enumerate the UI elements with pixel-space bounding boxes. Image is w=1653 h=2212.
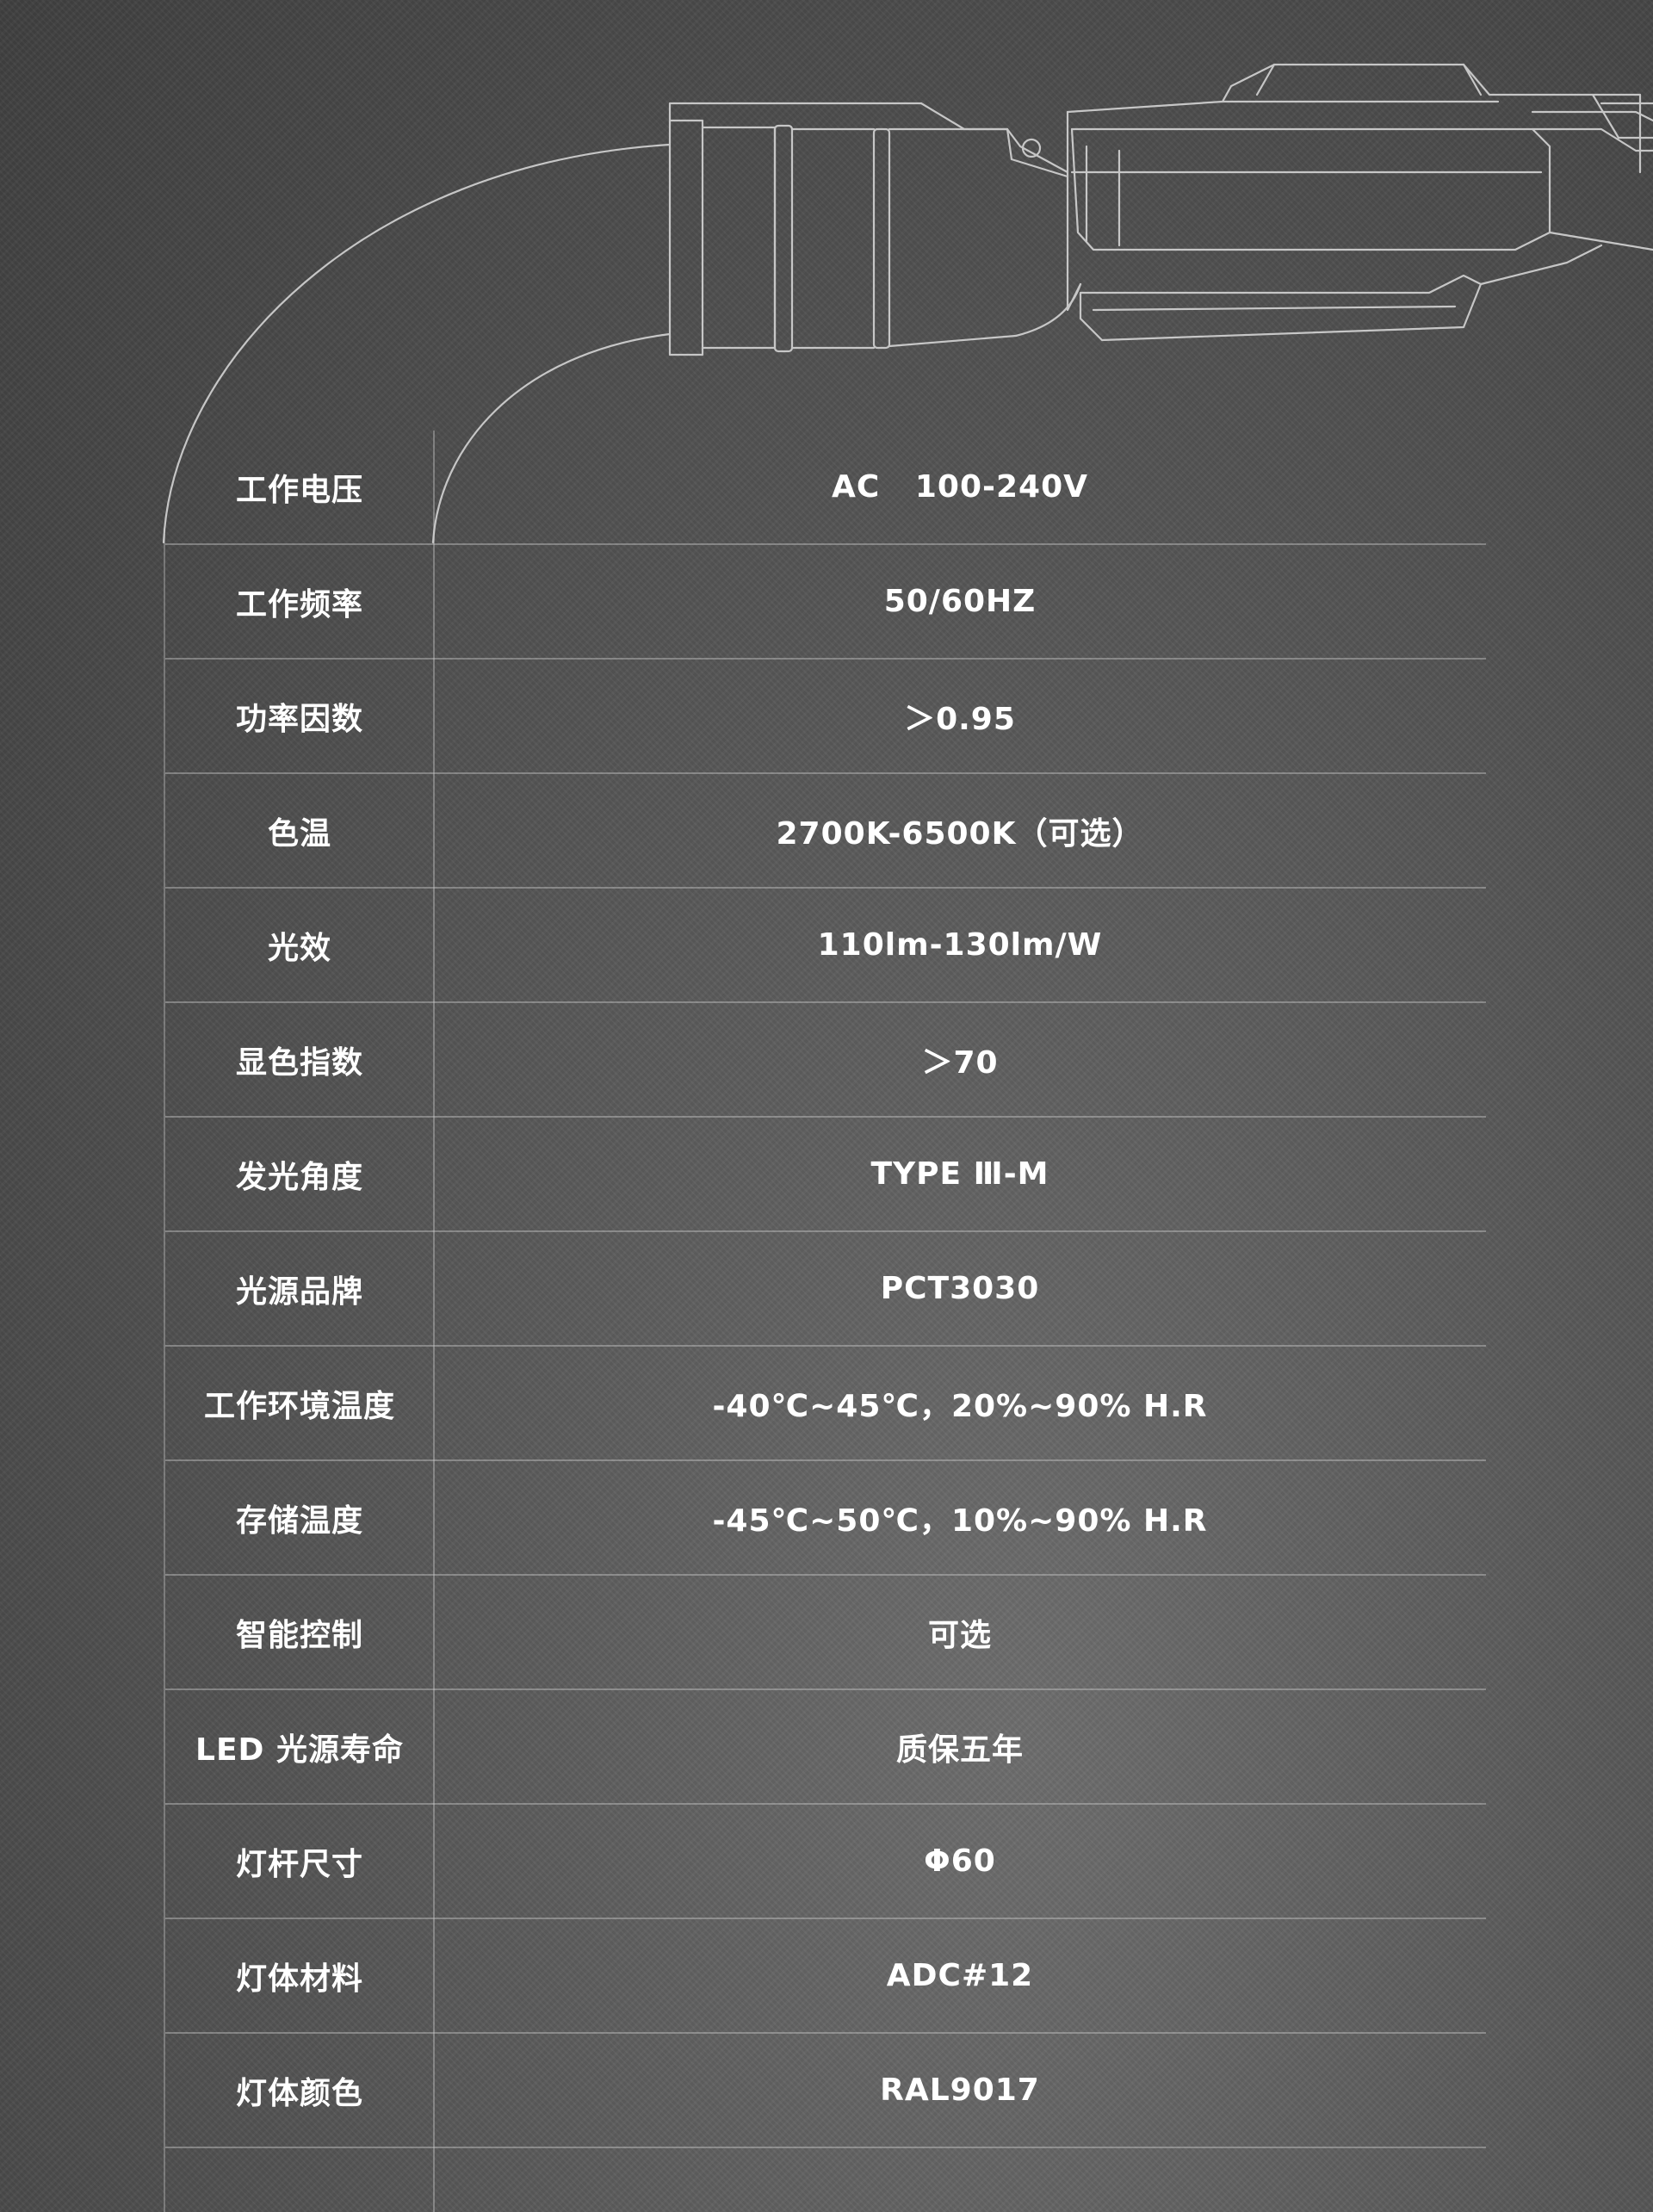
spec-value-working-voltage: AC 100-240V xyxy=(832,469,1088,505)
spec-label-color-rendering-index: 显色指数 xyxy=(235,1044,363,1081)
spec-value-power-factor: ＞0.95 xyxy=(904,701,1016,737)
spec-value-light-source-brand: PCT3030 xyxy=(880,1271,1040,1306)
spec-label-luminous-efficacy: 光效 xyxy=(267,930,331,966)
spec-value-pole-size: Φ60 xyxy=(924,1843,996,1879)
spec-label-working-frequency: 工作频率 xyxy=(235,586,363,623)
spec-label-working-voltage: 工作电压 xyxy=(235,472,363,508)
spec-label-led-lifespan: LED 光源寿命 xyxy=(195,1732,404,1768)
table-row: 灯杆尺寸 Φ60 xyxy=(165,1805,1486,1919)
spec-label-body-color: 灯体颜色 xyxy=(235,2075,363,2111)
spec-value-luminous-efficacy: 110lm-130lm/W xyxy=(817,927,1103,963)
table-row: LED 光源寿命 质保五年 xyxy=(165,1690,1486,1805)
spec-label-pole-size: 灯杆尺寸 xyxy=(235,1846,363,1882)
spec-value-working-frequency: 50/60HZ xyxy=(883,584,1037,619)
table-row: 光效 110lm-130lm/W xyxy=(165,889,1486,1003)
spec-label-operating-environment: 工作环境温度 xyxy=(203,1388,395,1424)
spec-label-color-temperature: 色温 xyxy=(267,815,331,852)
table-row: 灯体材料 ADC#12 xyxy=(165,1919,1486,2034)
spec-value-beam-angle: TYPE Ⅲ-M xyxy=(870,1156,1049,1192)
table-row: 显色指数 ＞70 xyxy=(165,1003,1486,1118)
spec-label-beam-angle: 发光角度 xyxy=(235,1159,363,1195)
spec-value-smart-control: 可选 xyxy=(927,1617,992,1653)
spec-label-body-material: 灯体材料 xyxy=(235,1961,363,1997)
spec-label-storage-temperature: 存储温度 xyxy=(235,1503,363,1539)
table-row: 智能控制 可选 xyxy=(165,1576,1486,1690)
spec-value-storage-temperature: -45℃~50℃，10%~90% H.R xyxy=(712,1503,1208,1539)
spec-value-body-material: ADC#12 xyxy=(886,1958,1034,1993)
spec-table: 工作电压 AC 100-240V 工作频率 50/60HZ 功率因数 ＞0.95… xyxy=(165,431,1486,2148)
spec-value-operating-environment: -40℃~45℃，20%~90% H.R xyxy=(712,1388,1208,1424)
spec-value-led-lifespan: 质保五年 xyxy=(895,1732,1024,1768)
spec-label-smart-control: 智能控制 xyxy=(235,1617,363,1653)
table-left-border xyxy=(164,534,165,2212)
table-row: 功率因数 ＞0.95 xyxy=(165,660,1486,774)
spec-value-color-temperature: 2700K-6500K（可选） xyxy=(776,815,1144,852)
table-row: 光源品牌 PCT3030 xyxy=(165,1232,1486,1347)
table-row: 工作环境温度 -40℃~45℃，20%~90% H.R xyxy=(165,1347,1486,1461)
table-row: 灯体颜色 RAL9017 xyxy=(165,2034,1486,2148)
table-column-divider xyxy=(433,431,435,2212)
spec-label-power-factor: 功率因数 xyxy=(235,701,363,737)
table-row: 色温 2700K-6500K（可选） xyxy=(165,774,1486,889)
table-row: 工作频率 50/60HZ xyxy=(165,545,1486,660)
spec-value-body-color: RAL9017 xyxy=(880,2073,1040,2108)
spec-value-color-rendering-index: ＞70 xyxy=(921,1044,999,1081)
table-row: 存储温度 -45℃~50℃，10%~90% H.R xyxy=(165,1461,1486,1576)
table-row: 发光角度 TYPE Ⅲ-M xyxy=(165,1118,1486,1232)
spec-label-light-source-brand: 光源品牌 xyxy=(235,1273,363,1310)
table-row: 工作电压 AC 100-240V xyxy=(165,431,1486,545)
